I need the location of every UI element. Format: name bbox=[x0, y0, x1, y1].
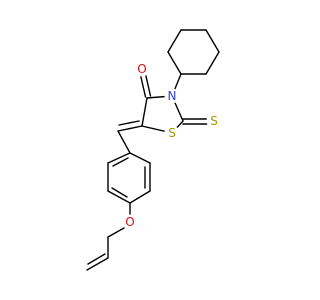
methylidene-bridge bbox=[117, 120, 143, 154]
bond bbox=[107, 152, 131, 164]
atom-label-s-ring: S bbox=[168, 126, 176, 140]
bond bbox=[117, 130, 131, 154]
bond bbox=[118, 120, 140, 126]
bond bbox=[107, 227, 125, 238]
cyclohexyl-ring bbox=[167, 29, 220, 75]
bond bbox=[111, 187, 128, 198]
benzene-ring bbox=[107, 152, 151, 204]
bond bbox=[129, 152, 151, 164]
bond bbox=[107, 190, 131, 204]
bond bbox=[129, 190, 151, 204]
bond bbox=[205, 29, 220, 53]
atom-label-o-ether: O bbox=[125, 215, 134, 229]
atom-label-n: N bbox=[168, 89, 177, 103]
bond bbox=[139, 74, 147, 98]
atom-label-o-carbonyl: O bbox=[137, 62, 146, 76]
bond bbox=[167, 51, 182, 75]
atom-s-thione: S bbox=[206, 113, 222, 129]
bond bbox=[117, 125, 143, 132]
bond bbox=[86, 257, 109, 271]
atom-n-ring: N bbox=[164, 88, 180, 104]
bond bbox=[112, 157, 129, 167]
bond bbox=[144, 73, 152, 97]
atom-o-carbonyl: O bbox=[134, 61, 150, 77]
atom-s-ring: S bbox=[164, 125, 180, 141]
molecule-structure: N S S O O bbox=[86, 29, 222, 271]
carbonyl-group bbox=[139, 73, 152, 98]
atom-o-ether: O bbox=[122, 214, 138, 230]
atom-label-s-thione: S bbox=[210, 114, 218, 128]
bond bbox=[87, 253, 106, 265]
thione-group bbox=[182, 118, 209, 125]
bond bbox=[205, 51, 220, 75]
bond bbox=[167, 29, 182, 53]
bond bbox=[141, 97, 148, 127]
allyloxy-chain bbox=[86, 202, 131, 271]
